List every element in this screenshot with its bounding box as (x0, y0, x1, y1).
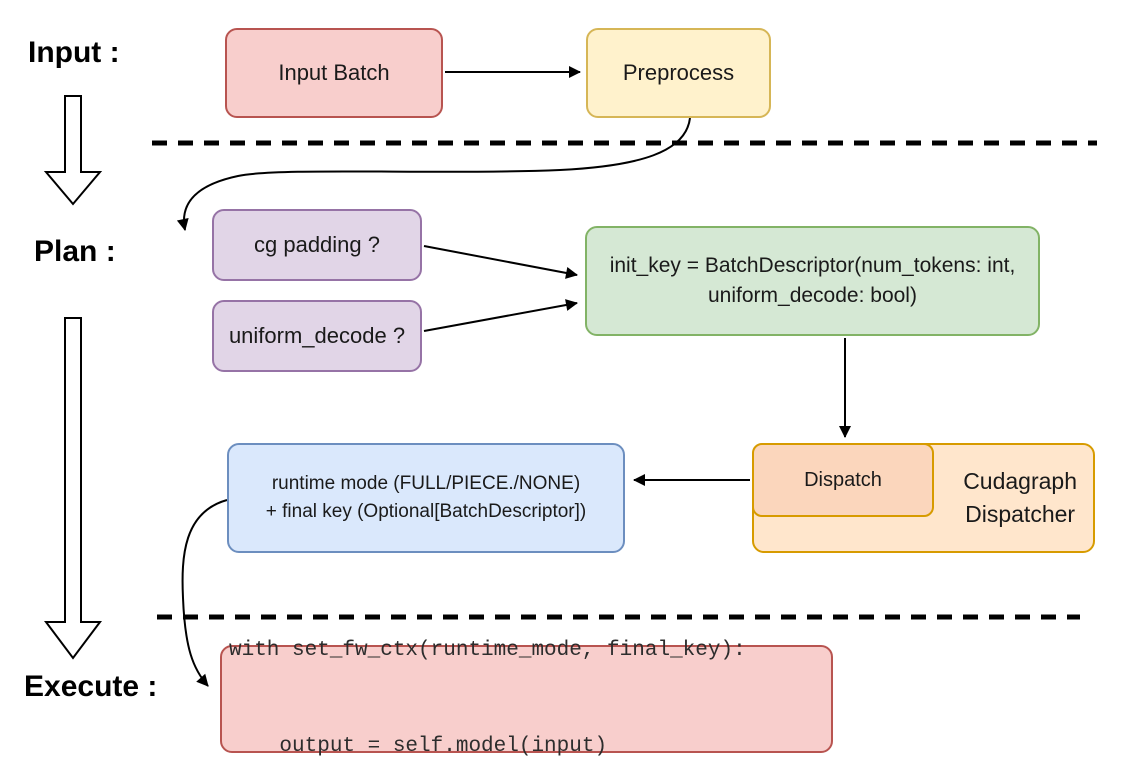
cudagraph-dispatcher-line2: Dispatcher (965, 501, 1076, 527)
plan-section-label: Plan : (34, 235, 116, 268)
execute-section-label: Execute : (24, 670, 158, 703)
uniform-decode-node: uniform_decode ? (212, 300, 422, 372)
init-key-text: init_key = BatchDescriptor(num_tokens: i… (610, 251, 1016, 312)
runtime-result-node: runtime mode (FULL/PIECE./NONE) + final … (227, 443, 625, 553)
runtime-result-line1: runtime mode (FULL/PIECE./NONE) (271, 473, 581, 495)
init-key-line2: uniform_decode: bool) (708, 284, 917, 307)
dispatch-label: Dispatch (804, 468, 882, 491)
edge-uniformdecode-initkey (423, 299, 578, 332)
execute-code-line2: output = self.model(input) (229, 735, 608, 758)
execute-code-line1: with set_fw_ctx(runtime_mode, final_key)… (229, 639, 746, 662)
input-batch-label: Input Batch (278, 60, 390, 86)
cudagraph-dispatcher-text: Cudagraph Dispatcher (963, 465, 1077, 532)
init-key-line1: init_key = BatchDescriptor(num_tokens: i… (609, 253, 1016, 277)
uniform-decode-label: uniform_decode ? (228, 323, 406, 349)
input-section-label: Input : (28, 36, 120, 69)
cg-padding-label: cg padding ? (254, 232, 380, 258)
dispatch-node: Dispatch (752, 443, 934, 517)
input-batch-node: Input Batch (225, 28, 443, 118)
runtime-result-text: runtime mode (FULL/PIECE./NONE) + final … (266, 470, 587, 525)
runtime-result-line2: + final key (Optional[BatchDescriptor]) (265, 501, 587, 522)
execute-code-node: with set_fw_ctx(runtime_mode, final_key)… (220, 639, 833, 758)
cg-padding-node: cg padding ? (212, 209, 422, 281)
preprocess-node: Preprocess (586, 28, 771, 118)
cudagraph-dispatcher-line1: Cudagraph (963, 467, 1077, 494)
preprocess-label: Preprocess (622, 60, 735, 86)
init-key-node: init_key = BatchDescriptor(num_tokens: i… (585, 226, 1040, 336)
execute-code-text: with set_fw_ctx(runtime_mode, final_key)… (229, 571, 746, 770)
input-section-arrow (43, 95, 103, 206)
plan-section-arrow (44, 317, 102, 660)
edge-cgpadding-initkey (423, 245, 578, 279)
